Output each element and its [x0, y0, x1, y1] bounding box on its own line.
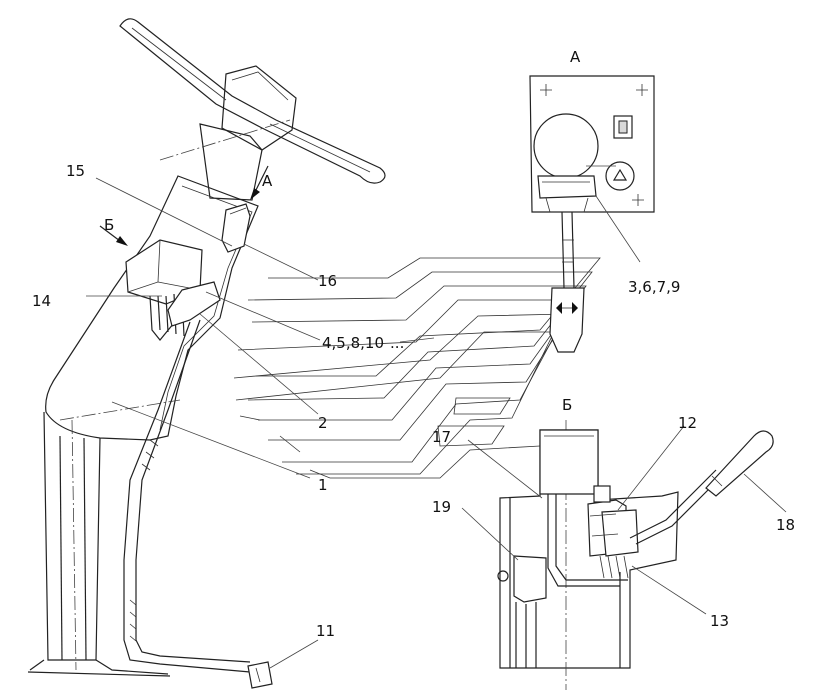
- callout-19: 19: [432, 498, 451, 516]
- steering-column-assembly: [27, 18, 386, 689]
- callout-labels: 15 14 16 4,5,8,10... 2 1 11 3,6,7,9 17 1…: [32, 162, 795, 640]
- view-b-arrow-label: Б: [104, 216, 114, 234]
- view-b-title: Б: [562, 396, 572, 414]
- steering-wheel: [119, 18, 386, 184]
- view-a-title: А: [570, 48, 581, 66]
- callout-2: 2: [318, 414, 328, 432]
- callout-14: 14: [32, 292, 51, 310]
- view-arrows: А Б: [99, 165, 273, 246]
- view-a-arrow-label: А: [262, 172, 273, 190]
- callout-17: 17: [432, 428, 451, 446]
- callout-15: 15: [66, 162, 85, 180]
- callout-3-6-7-9: 3,6,7,9: [628, 278, 680, 296]
- callout-4-5-8-10: 4,5,8,10...: [322, 334, 404, 352]
- callout-13: 13: [710, 612, 729, 630]
- view-a: А: [529, 48, 655, 353]
- view-b: Б: [461, 396, 787, 690]
- callout-18: 18: [776, 516, 795, 534]
- callout-11: 11: [316, 622, 335, 640]
- callout-12: 12: [678, 414, 697, 432]
- callout-1: 1: [318, 476, 328, 494]
- callout-16: 16: [318, 272, 337, 290]
- leader-lines: [86, 177, 435, 479]
